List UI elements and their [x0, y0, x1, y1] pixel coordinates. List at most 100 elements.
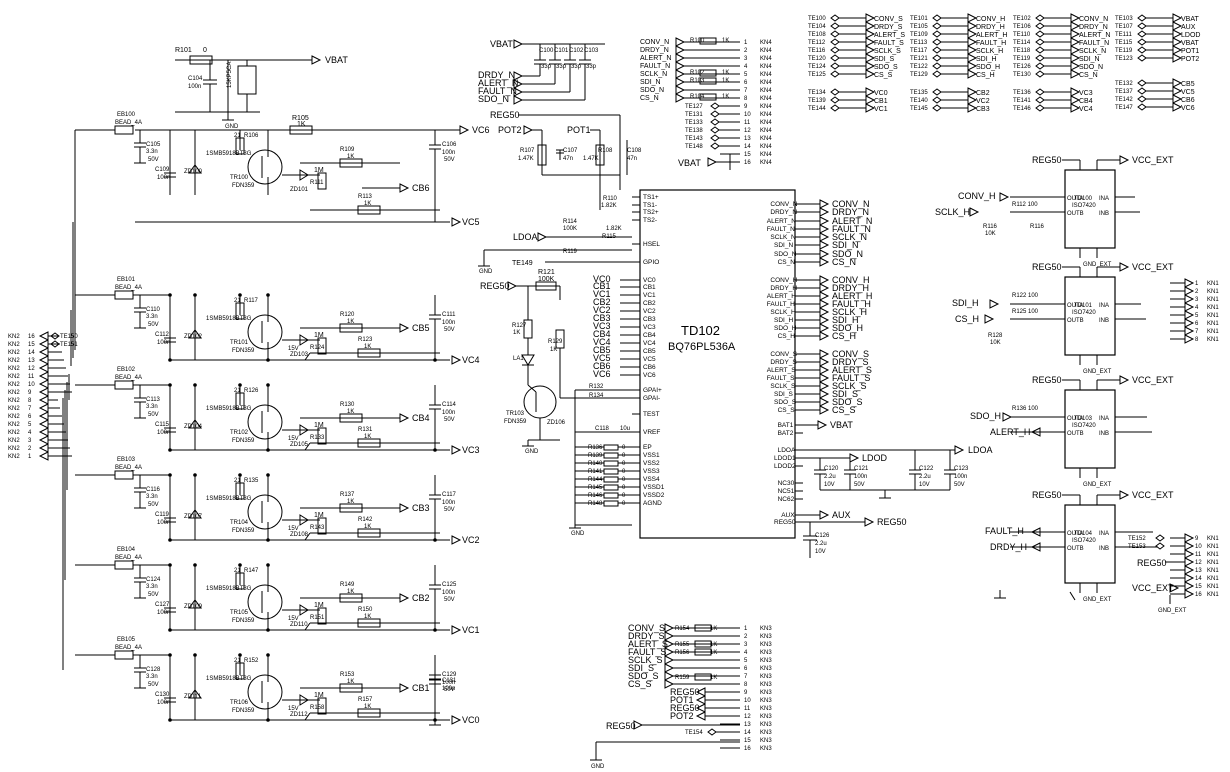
- ep-resistor-value: 0: [622, 445, 626, 451]
- ic-left-pin-name: GPAI+: [643, 387, 662, 394]
- r108-label: R108: [598, 148, 613, 154]
- ldoa-label-left: LDOA: [513, 232, 538, 242]
- ic-right-pin-name: DRDY_N: [770, 209, 797, 216]
- te-net-arrow: [967, 95, 978, 105]
- kn3-pin-number: 7: [744, 674, 748, 680]
- ic-left-pin-name: VSSD1: [643, 484, 665, 491]
- te-id-label: TE100: [808, 16, 826, 22]
- te-point: [1137, 79, 1147, 87]
- kn2-ref: KN2: [8, 406, 20, 412]
- net-arrow: [451, 355, 462, 365]
- ic-right-arrow: [819, 275, 830, 285]
- te-net-label: VBAT: [1181, 40, 1199, 47]
- ldod-label: LDOD: [862, 453, 888, 463]
- wire: [304, 712, 311, 721]
- kn1-pin-number: 6: [1195, 321, 1199, 327]
- ic-vc-net-label: CB2: [593, 297, 611, 307]
- divider-value: 1M: [314, 422, 324, 429]
- ic-right-pin-name: FAULT_S: [767, 375, 795, 382]
- iso-gnd-ext-label: GND_EXT: [1083, 597, 1112, 603]
- te-net-label: VC4: [1079, 106, 1093, 113]
- vc-cap-label: C111: [442, 312, 456, 318]
- ic-right-net-label: FAULT_S: [832, 373, 870, 383]
- kn4-ref: KN4: [760, 96, 772, 102]
- te-net-label: SDO_N: [1079, 64, 1103, 71]
- te-net-arrow: [865, 87, 876, 97]
- iso-input-b: ALERT_H: [990, 427, 1030, 437]
- kn3-ref: KN3: [760, 658, 772, 664]
- te-net-arrow: [865, 103, 876, 113]
- te-id-label: TE130: [1013, 72, 1031, 78]
- kn1-ref: KN1: [1207, 576, 1219, 582]
- cell-block-vc2: EB103BEAD_4AC1163.3n50VC119100nZD1071SMB…: [75, 457, 480, 545]
- ic-right-pin-name: CONV_S: [770, 351, 797, 358]
- ldo-cap-rating: 50V: [954, 482, 965, 488]
- isolator-part: ISO7420: [1072, 203, 1096, 209]
- cb-net-label: CB6: [412, 183, 430, 193]
- kn3-ref: KN3: [760, 642, 772, 648]
- cb-resistor-value: 1K: [347, 319, 354, 325]
- ic-right-pin-name: AUX: [781, 512, 795, 519]
- zener-part: 1SMB5918BT3G: [206, 676, 252, 682]
- kn1-pin-arrow: [1184, 581, 1195, 591]
- fet-part: FDN359: [232, 348, 255, 354]
- te-id-label: TE112: [808, 40, 826, 46]
- cb-resistor-value: 1K: [347, 409, 354, 415]
- cell-block-vc0: EB105BEAD_4AC1283.3n50VC130100nZD1111SMB…: [75, 637, 480, 725]
- kn2-pin-number: 4: [28, 430, 32, 436]
- gnd-label-tr103: GND: [525, 449, 539, 455]
- fet-label: TR106: [230, 700, 249, 706]
- kn2-pin-number: 2: [28, 446, 32, 452]
- kn4-resistor: [699, 69, 717, 77]
- te-id-label: TE118: [1013, 48, 1031, 54]
- divider-label: R158: [310, 705, 325, 711]
- gate-resistor-label: R152: [244, 658, 259, 664]
- vc-cap-rating: 50V: [444, 507, 455, 513]
- vc-resistor-value: 1K: [364, 344, 371, 350]
- pullup-cap-label: C100: [539, 48, 554, 54]
- junction-dot: [266, 473, 270, 477]
- kn4-net-arrow: [675, 61, 686, 71]
- ic-left-pin-name: VSS1: [643, 452, 660, 459]
- te-point: [1137, 87, 1147, 95]
- kn3-resistor: [694, 624, 712, 632]
- fet-part: FDN359: [232, 708, 255, 714]
- kn4-pin-number: 5: [744, 72, 748, 78]
- fet-label: TR105: [230, 610, 249, 616]
- kn2-ref: KN2: [8, 390, 20, 396]
- te-point: [830, 38, 840, 46]
- te-net-arrow: [1172, 53, 1183, 63]
- te-point: [1137, 95, 1147, 103]
- te-id-label: TE107: [1115, 24, 1133, 30]
- ic-right-pin-name: SDI_H: [774, 317, 793, 324]
- cap-a-value: 3.3n: [146, 584, 158, 590]
- r101-label: R101: [175, 47, 192, 54]
- pullup-cap-value: 33p: [556, 64, 567, 70]
- cap-b-label: C130: [155, 692, 170, 698]
- te-id-label: TE142: [1115, 97, 1133, 103]
- r110-value: 1.82K: [601, 203, 617, 209]
- te-net-label: SCLK_S: [874, 48, 901, 55]
- ic-right-arrow: [819, 331, 830, 341]
- te151-point: [50, 340, 60, 348]
- ic-right-pin-name: CONV_H: [770, 277, 797, 284]
- cap-b-label: C115: [155, 422, 170, 428]
- c118-label: C118: [595, 426, 610, 432]
- iso-pin-outa: OUTA: [1067, 416, 1083, 422]
- r105-value: 1K: [297, 121, 306, 128]
- kn4-pin-number: 15: [744, 152, 751, 158]
- ic-right-net-label: ALERT_S: [832, 365, 872, 375]
- fet-label: TR101: [230, 340, 249, 346]
- pullup-cap-value: 33p: [571, 64, 582, 70]
- wire: [304, 442, 311, 451]
- kn4-net-label: FAULT_N: [640, 63, 670, 70]
- ic-left-pin-name: CB3: [643, 316, 656, 323]
- cap-a-label: C110: [146, 307, 161, 313]
- iso-vcc-arrow: [1119, 375, 1130, 385]
- vc-resistor: [357, 438, 381, 448]
- kn1-pin-arrow: [1184, 541, 1195, 551]
- junction-dot: [238, 473, 242, 477]
- vc6-rail: VC6 R105 1K EB100 BEAD_4A: [75, 112, 490, 135]
- kn1-pin-arrow: [1184, 549, 1195, 559]
- cap-a-label: C116: [146, 487, 161, 493]
